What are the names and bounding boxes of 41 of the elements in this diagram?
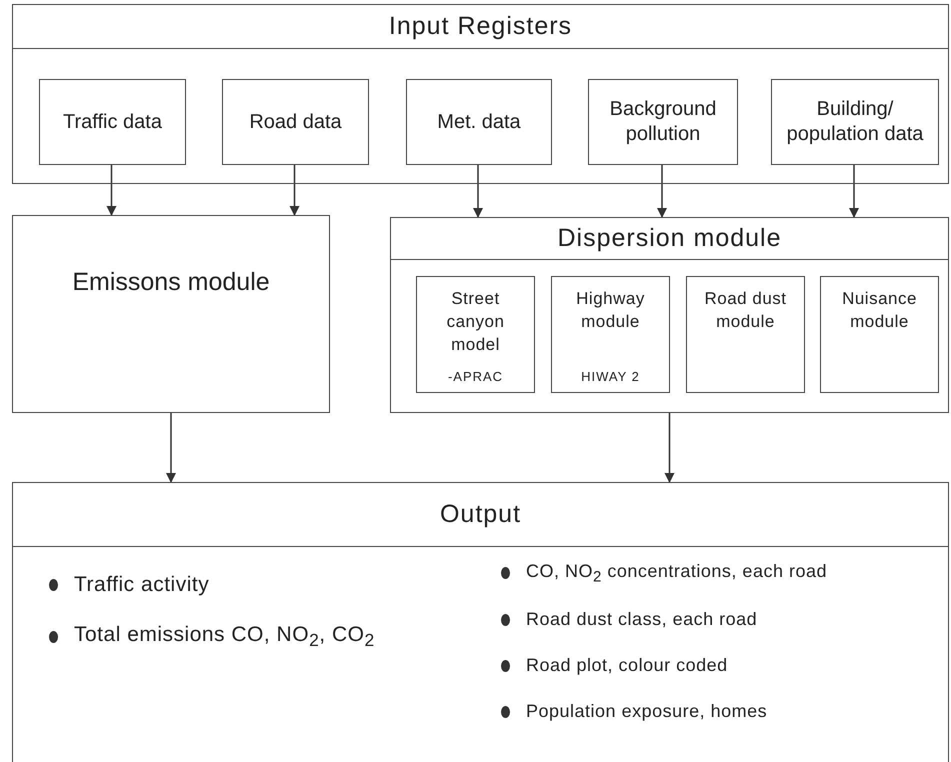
input-label: Building/ population data [786, 97, 924, 147]
model-name: HIWAY 2 [580, 369, 641, 384]
input-label: Background pollution [608, 97, 718, 147]
arrow [290, 164, 300, 216]
submodule-box [416, 276, 535, 393]
input-box [588, 79, 738, 165]
output-item: Total emissions CO, NO$_{2}$, CO$_{2}$ [74, 623, 375, 652]
model-name: -APRAC [446, 369, 504, 384]
arrow [664, 413, 674, 483]
arrow [473, 164, 483, 218]
arrow [657, 164, 667, 218]
input-box [771, 79, 939, 165]
input-label: Road data [248, 110, 343, 134]
submodule-box [686, 276, 805, 393]
arrow [166, 413, 176, 483]
output-item: CO, NO$_{2}$ concentrations, each road [526, 561, 827, 586]
output-item: Population exposure, homes [526, 701, 768, 722]
module-title: Emissons module [71, 267, 271, 298]
group-heading: Input Registers [388, 12, 572, 41]
module-group-box [390, 217, 949, 413]
output-item: Road plot, colour coded [526, 655, 728, 676]
output-item: Road dust class, each road [526, 609, 758, 630]
input-box [406, 79, 552, 165]
submodule-label: Road dust module [704, 288, 788, 333]
submodule-label: Street canyon model [446, 288, 506, 356]
submodule-label: Nuisance module [841, 288, 918, 333]
arrow [849, 164, 859, 218]
group-heading: Output [440, 500, 522, 529]
submodule-box [820, 276, 939, 393]
arrow [106, 164, 116, 216]
module-box [12, 215, 330, 413]
output-panel [12, 482, 949, 762]
group-heading: Dispersion module [557, 224, 782, 253]
submodule-box [551, 276, 670, 393]
input-box [222, 79, 369, 165]
input-label: Met. data [436, 110, 522, 134]
input-label: Traffic data [62, 110, 163, 134]
module-group-box [12, 4, 949, 184]
output-item: Traffic activity [74, 573, 210, 597]
input-box [39, 79, 186, 165]
submodule-label: Highway module [575, 288, 646, 333]
